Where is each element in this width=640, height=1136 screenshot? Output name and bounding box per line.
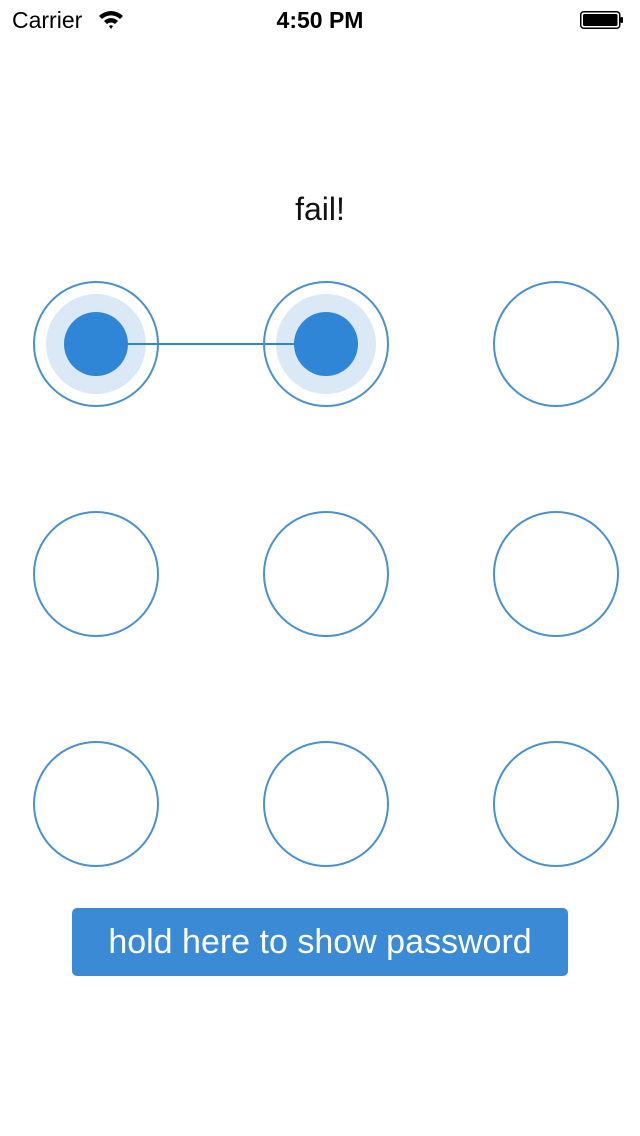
wifi-icon bbox=[99, 11, 123, 29]
pattern-node-1[interactable] bbox=[33, 281, 159, 407]
pattern-grid[interactable] bbox=[0, 0, 640, 900]
pattern-node-9[interactable] bbox=[493, 741, 619, 867]
pattern-node-6[interactable] bbox=[493, 511, 619, 637]
node-dot-1 bbox=[64, 312, 128, 376]
show-password-button[interactable]: hold here to show password bbox=[72, 908, 568, 976]
status-time: 4:50 PM bbox=[276, 7, 364, 33]
pattern-node-2[interactable] bbox=[263, 281, 389, 407]
pattern-node-5[interactable] bbox=[263, 511, 389, 637]
pattern-node-7[interactable] bbox=[33, 741, 159, 867]
status-bar: Carrier 4:50 PM bbox=[0, 0, 640, 40]
pattern-node-3[interactable] bbox=[493, 281, 619, 407]
node-dot-2 bbox=[294, 312, 358, 376]
result-message: fail! bbox=[295, 191, 345, 227]
battery-icon bbox=[580, 11, 623, 29]
carrier-label: Carrier bbox=[12, 7, 83, 33]
pattern-node-4[interactable] bbox=[33, 511, 159, 637]
pattern-node-8[interactable] bbox=[263, 741, 389, 867]
